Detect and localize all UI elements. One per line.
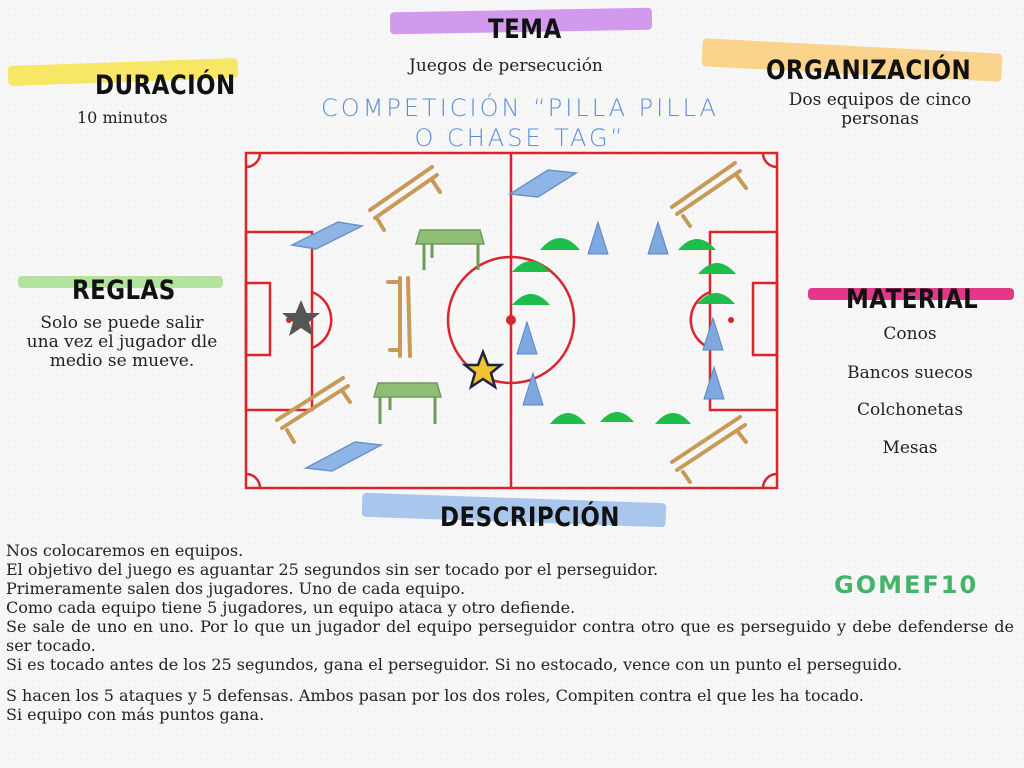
green-cone <box>512 294 550 305</box>
bench-bottom-left <box>275 376 352 444</box>
gold-star-player <box>461 348 505 390</box>
descripcion-line-4: Se sale de uno en uno. Por lo que un jug… <box>6 617 1014 655</box>
green-cones <box>512 238 736 424</box>
reglas-line-1: Solo se puede salir <box>40 313 204 333</box>
green-cone <box>698 263 736 274</box>
left-goal-box <box>244 281 272 357</box>
table-top <box>415 229 485 270</box>
bench-center-vertical <box>386 276 412 358</box>
descripcion-heading: DESCRIPCIÓN <box>440 502 620 533</box>
material-item-3: Mesas <box>882 438 938 458</box>
competicion-line-2: O CHASE TAG” <box>414 124 626 152</box>
organizacion-text: Dos equipos de cinco personas <box>780 91 980 129</box>
bench-top-left <box>368 165 442 232</box>
blue-cone <box>703 365 725 400</box>
green-cone <box>600 412 634 422</box>
signature: GOMEF10 <box>834 571 979 599</box>
descripcion-line-6 <box>6 674 1014 686</box>
blue-cone <box>647 220 669 255</box>
mat-top-left <box>289 221 365 250</box>
green-cone <box>697 293 735 304</box>
material-heading: MATERIAL <box>846 284 979 315</box>
left-penalty-arc <box>311 290 333 350</box>
green-cone <box>512 261 550 272</box>
descripcion-line-2: Primeramente salen dos jugadores. Uno de… <box>6 579 466 598</box>
blue-cone <box>587 220 609 255</box>
tema-heading: TEMA <box>488 14 562 45</box>
right-penalty-spot <box>728 317 734 323</box>
bench-bottom-right <box>670 415 748 484</box>
material-item-2: Colchonetas <box>856 400 964 420</box>
descripcion-line-8: Si equipo con más puntos gana. <box>6 705 265 724</box>
competicion-title: COMPETICIÓN “PILLA PILLA O CHASE TAG” <box>270 93 770 153</box>
corner-arc-br <box>761 472 778 489</box>
mats <box>289 169 579 472</box>
duracion-text: 10 minutos <box>77 108 168 127</box>
dark-star-player <box>282 300 320 336</box>
green-cone <box>655 413 691 424</box>
descripcion-text: Nos colocaremos en equipos. El objetivo … <box>6 541 1014 724</box>
center-circle <box>446 255 576 385</box>
tables <box>373 229 485 424</box>
material-item-0: Conos <box>883 324 937 344</box>
reglas-line-2: una vez el jugador dle <box>26 332 218 352</box>
mat-bottom-left <box>303 441 384 472</box>
material-item-1: Bancos suecos <box>847 363 973 383</box>
reglas-heading: REGLAS <box>72 275 176 306</box>
material-highlight <box>808 288 1014 300</box>
organizacion-line-2: personas <box>841 109 919 129</box>
bench-top-right <box>670 161 748 228</box>
right-penalty-box <box>708 230 779 412</box>
reglas-highlight <box>18 276 223 288</box>
blue-cones <box>516 220 725 406</box>
descripcion-line-1: El objetivo del juego es aguantar 25 seg… <box>6 560 659 579</box>
descripcion-line-3: Como cada equipo tiene 5 jugadores, un e… <box>6 598 576 617</box>
center-spot <box>506 315 516 325</box>
competicion-line-1: COMPETICIÓN “PILLA PILLA <box>321 94 719 122</box>
organizacion-heading: ORGANIZACIÓN <box>766 55 972 86</box>
green-cone <box>540 238 580 250</box>
right-penalty-arc <box>689 290 711 350</box>
blue-cone <box>516 320 538 355</box>
organizacion-line-1: Dos equipos de cinco <box>788 90 972 110</box>
blue-cone <box>702 316 724 351</box>
table-bottom <box>373 382 442 424</box>
descripcion-line-7: S hacen los 5 ataques y 5 defensas. Ambo… <box>6 686 864 705</box>
green-cone <box>550 413 586 424</box>
benches <box>275 161 748 484</box>
right-goal-box <box>751 281 779 357</box>
descripcion-line-5: Si es tocado antes de los 25 segundos, g… <box>6 655 903 674</box>
reglas-line-3: medio se mueve. <box>49 351 195 371</box>
descripcion-line-0: Nos colocaremos en equipos. <box>6 541 244 560</box>
corner-arc-tl <box>245 152 262 169</box>
blue-cone <box>522 371 544 406</box>
corner-arc-bl <box>245 472 262 489</box>
tema-text: Juegos de persecución <box>409 56 603 76</box>
corner-arc-tr <box>761 152 778 169</box>
reglas-text: Solo se puede salir una vez el jugador d… <box>12 314 232 371</box>
duracion-heading: DURACIÓN <box>95 70 236 101</box>
mat-top-center <box>507 169 579 198</box>
green-cone <box>678 239 716 250</box>
